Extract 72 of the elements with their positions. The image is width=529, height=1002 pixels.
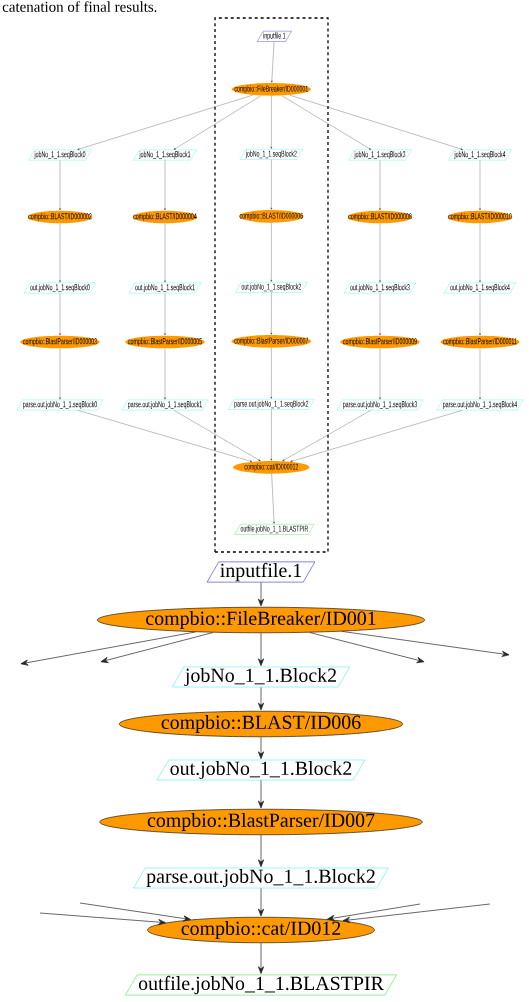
data-parallelogram: jobNo_1_1.seqBlock3 <box>348 149 412 161</box>
data-parallelogram: parse.out.jobNo_1_1.seqBlock3 <box>336 399 424 411</box>
data-parallelogram: out.jobNo_1_1.seqBlock2 <box>235 282 308 293</box>
arrow <box>270 292 273 335</box>
data-parallelogram: out.jobNo_1_1.seqBlock1 <box>128 282 202 294</box>
data-parallelogram: jobNo_1_1.seqBlock1 <box>133 149 197 161</box>
arrow <box>270 95 273 149</box>
data-parallelogram: parse.out.jobNo_1_1.seqBlock0 <box>16 399 104 411</box>
arrow <box>77 410 253 462</box>
data-parallelogram: parse.out.jobNo_1_1.Block2 <box>133 867 389 889</box>
data-parallelogram: outfile.jobNo_1_1.BLASTPIR <box>234 524 315 535</box>
arrow <box>341 631 510 657</box>
arrow <box>271 473 275 524</box>
arrow <box>59 293 61 336</box>
arrow <box>270 159 273 210</box>
arrow <box>379 348 381 400</box>
caption-text: catenation of final results. <box>2 1 157 12</box>
arrow <box>20 631 196 666</box>
data-parallelogram: parse.out.jobNo_1_1.seqBlock2 <box>228 399 315 410</box>
arrow <box>289 94 463 150</box>
arrow <box>164 348 166 400</box>
arrow <box>77 94 253 150</box>
arrow <box>79 902 191 922</box>
data-parallelogram: out.jobNo_1_1.seqBlock0 <box>23 282 97 294</box>
arrow <box>281 95 371 150</box>
arrow <box>59 348 61 400</box>
arrow <box>270 347 273 399</box>
arrow <box>479 223 481 283</box>
data-parallelogram: out.jobNo_1_1.Block2 <box>156 759 366 781</box>
arrow <box>342 903 491 923</box>
arrow <box>257 780 265 809</box>
arrow <box>270 222 273 282</box>
data-parallelogram: out.jobNo_1_1.seqBlock4 <box>443 282 517 294</box>
data-parallelogram: parse.out.jobNo_1_1.seqBlock1 <box>121 399 209 411</box>
data-parallelogram: outfile.jobNo_1_1.BLASTPIR <box>125 974 397 996</box>
arrow <box>39 912 166 926</box>
arrow <box>257 834 265 868</box>
arrow <box>257 687 265 711</box>
arrow <box>59 223 61 283</box>
data-parallelogram: inputfile.1 <box>256 31 292 42</box>
arrow <box>257 942 265 974</box>
arrow <box>479 348 481 400</box>
arrow <box>379 223 381 283</box>
arrow <box>327 903 421 922</box>
arrow <box>59 160 61 211</box>
arrow <box>173 95 262 150</box>
arrow <box>257 632 265 667</box>
arrow <box>164 160 166 211</box>
data-parallelogram: jobNo_1_1.seqBlock2 <box>239 149 304 160</box>
data-parallelogram: jobNo_1_1.Block2 <box>172 666 350 688</box>
arrow <box>479 160 481 211</box>
arrow <box>164 223 166 283</box>
arrow <box>379 293 381 336</box>
arrow <box>282 410 371 462</box>
arrow <box>290 410 463 462</box>
arrow <box>100 632 214 663</box>
data-parallelogram: inputfile.1 <box>206 561 316 583</box>
data-parallelogram: parse.out.jobNo_1_1.seqBlock4 <box>436 399 524 411</box>
arrow <box>479 293 481 336</box>
arrow <box>257 736 265 760</box>
highlight-frame <box>214 17 329 553</box>
data-parallelogram: out.jobNo_1_1.seqBlock3 <box>343 282 417 294</box>
arrow <box>173 410 261 462</box>
arrow <box>164 293 166 336</box>
arrow <box>257 582 265 607</box>
arrow <box>379 160 381 211</box>
arrow <box>309 632 425 663</box>
arrow <box>270 409 273 461</box>
arrow <box>257 888 265 917</box>
arrow <box>271 41 275 83</box>
data-parallelogram: jobNo_1_1.seqBlock0 <box>28 149 92 161</box>
data-parallelogram: jobNo_1_1.seqBlock4 <box>448 149 512 161</box>
